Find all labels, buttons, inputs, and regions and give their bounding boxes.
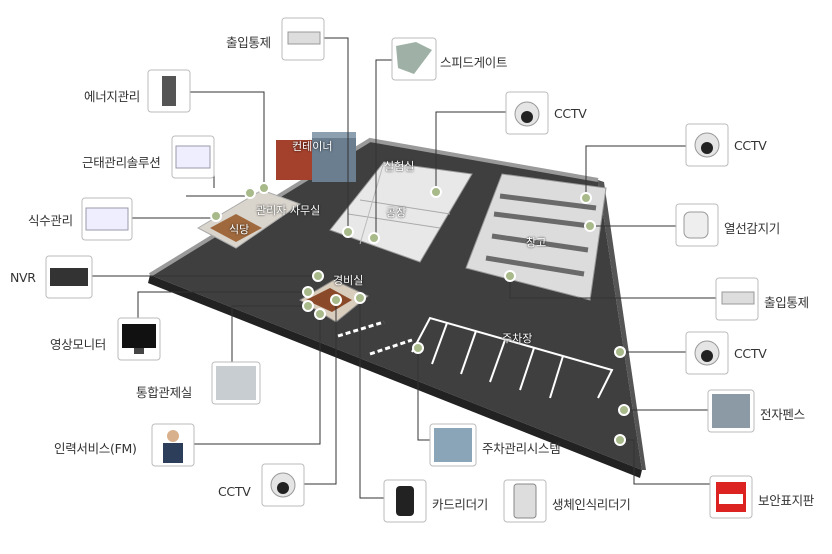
map-label-parking: 주차장 <box>502 332 533 345</box>
label-cctv-right2: CCTV <box>734 346 767 361</box>
label-bio-reader: 생체인식리더기 <box>552 497 631 512</box>
label-speed-gate: 스피드게이트 <box>440 55 508 70</box>
label-parking-system: 주차관리시스템 <box>482 441 561 456</box>
parking-lines <box>411 316 614 399</box>
label-cctv-bottom: CCTV <box>218 484 251 499</box>
label-meal: 식수관리 <box>28 213 73 228</box>
label-security-sign: 보안표지판 <box>758 493 815 508</box>
map-label-lab: 실험실 <box>384 160 415 173</box>
leader-lines <box>92 37 716 499</box>
label-monitor: 영상모니터 <box>50 337 107 352</box>
label-cctv-top: CCTV <box>554 106 587 121</box>
container-block <box>276 140 312 180</box>
label-card-reader: 카드리더기 <box>432 497 489 512</box>
map-label-warehouse: 창고 <box>526 236 547 249</box>
map-label-cafeteria: 식당 <box>229 223 250 236</box>
map-label-guard-room: 경비실 <box>333 274 364 287</box>
label-energy: 에너지관리 <box>84 89 141 104</box>
label-access-control-right: 출입통제 <box>764 295 809 310</box>
device-markers <box>210 182 630 446</box>
label-nvr: NVR <box>10 270 36 285</box>
map-label-factory: 공장 <box>386 206 407 219</box>
label-thermal: 열선감지기 <box>724 221 781 236</box>
label-cctv-right1: CCTV <box>734 138 767 153</box>
label-electric-fence: 전자펜스 <box>760 407 805 422</box>
label-fm-service: 인력서비스(FM) <box>54 441 137 456</box>
map-label-container: 컨테이너 <box>292 140 333 153</box>
label-attendance: 근태관리솔루션 <box>82 155 161 170</box>
label-access-control-top: 출입통제 <box>226 35 271 50</box>
map-label-admin-office: 관리자 사무실 <box>256 204 321 217</box>
label-control-room: 통합관제실 <box>136 385 193 400</box>
